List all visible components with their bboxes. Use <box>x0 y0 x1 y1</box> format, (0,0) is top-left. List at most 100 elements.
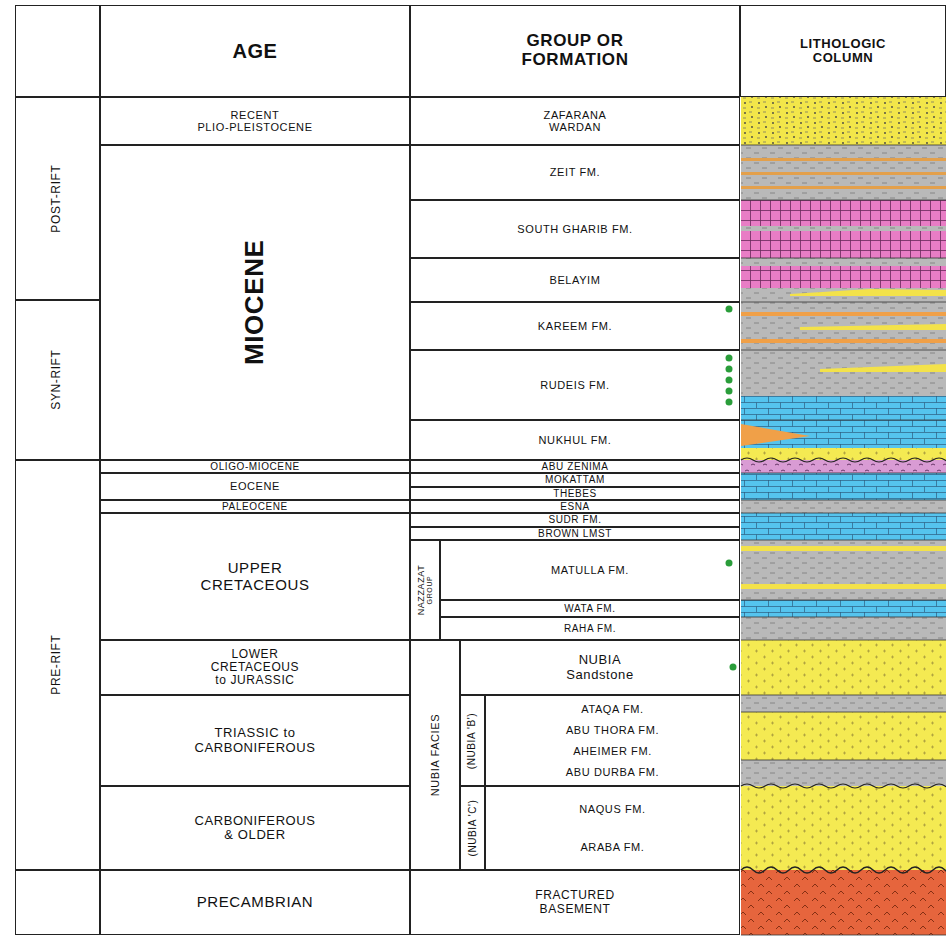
strat-cell: BELAYIM <box>410 258 740 302</box>
sand-stripe <box>741 172 946 175</box>
cell-label: ABU ZENIMA <box>541 462 608 472</box>
cell-label: GROUP OR FORMATION <box>499 32 651 69</box>
strat-cell: RUDEIS FM. <box>410 350 740 420</box>
label-group: GROUP OR FORMATION <box>495 32 655 69</box>
basalt-band <box>741 460 946 473</box>
cell-label: PRE-RIFT <box>51 635 64 695</box>
bed-boundary <box>741 145 946 935</box>
shale-band <box>741 258 946 302</box>
sand-wedge <box>741 424 810 446</box>
empty-cell <box>16 871 100 935</box>
cell-label: SYN-RIFT <box>51 350 64 410</box>
label-group: KAREEM FM. <box>534 320 616 332</box>
cell-label: RECENT <box>197 109 312 121</box>
label-group: ESNA <box>556 502 594 512</box>
cell-label: (NUBIA 'C') <box>468 799 478 856</box>
strat-cell: RECENTPLIO-PLEISTOCENE <box>100 97 410 145</box>
strat-cell: BROWN LMST <box>410 527 740 540</box>
label-group: WATA FM. <box>560 604 619 614</box>
cell-label: WARDAN <box>544 121 607 133</box>
cell-label: BELAYIM <box>549 274 600 286</box>
cell-label: MATULLA FM. <box>551 564 629 576</box>
cell-label: SUDR FM. <box>548 515 601 525</box>
oil-show-dot <box>726 355 733 362</box>
strat-cell: (NUBIA 'C') <box>460 786 485 870</box>
strat-cell: UPPER CRETACEOUS <box>100 513 410 640</box>
label-group: NUBIA FACIES <box>429 714 441 796</box>
label-group: LOWER CRETACEOUS to JURASSIC <box>205 648 305 688</box>
cell-label: (NUBIA 'B') <box>468 712 478 769</box>
unconformity-line <box>741 458 946 462</box>
label-group: FRACTURED BASEMENT <box>520 889 630 915</box>
cell-label: MOKATTAM <box>545 475 605 485</box>
label-group: BELAYIM <box>545 274 604 286</box>
cell-label: ZAFARANA <box>544 109 607 121</box>
sand-stripe <box>741 312 946 316</box>
label-group: MIOCENE <box>241 240 270 366</box>
cell-label: ABU THORA FM. <box>566 724 659 736</box>
label-group: SUDR FM. <box>544 515 605 525</box>
label-group: MOKATTAM <box>541 475 609 485</box>
strat-cell: MOKATTAM <box>410 473 740 487</box>
cell-label: BROWN LMST <box>538 529 612 539</box>
cell-label: TRIASSIC to CARBONIFEROUS <box>194 726 316 755</box>
strat-cell: NAQUS FM.ARABA FM. <box>485 786 740 870</box>
sandstone-band <box>741 712 946 760</box>
strat-cell: MIOCENE <box>100 145 410 460</box>
strat-cell: KAREEM FM. <box>410 302 740 350</box>
unconformity-line <box>741 784 946 788</box>
shale-band <box>741 540 946 600</box>
strat-cell: GROUP OR FORMATION <box>410 5 740 97</box>
strat-cell: PRECAMBRIAN <box>100 870 410 935</box>
sand-lens <box>790 289 946 296</box>
limestone-band <box>741 473 946 500</box>
strat-cell: POST-RIFT <box>15 97 100 300</box>
cell-label: EOCENE <box>230 480 280 492</box>
cell-label: RUDEIS FM. <box>540 379 610 391</box>
cell-label: AHEIMER FM. <box>566 745 659 757</box>
strat-cell: AGE <box>100 5 410 97</box>
label-group: PRECAMBRIAN <box>193 894 318 911</box>
strat-cell: ABU ZENIMA <box>410 460 740 473</box>
label-group: OLIGO-MIOCENE <box>206 462 303 472</box>
sand-lens <box>820 364 946 372</box>
basement-band <box>741 870 946 935</box>
label-group: RUDEIS FM. <box>536 379 614 391</box>
shale-band <box>741 760 946 786</box>
strat-cell: FRACTURED BASEMENT <box>410 870 740 935</box>
sand-lens <box>800 324 946 330</box>
cell-label: UPPER CRETACEOUS <box>189 560 321 593</box>
strat-cell: TRIASSIC to CARBONIFEROUS <box>100 695 410 786</box>
shale-stripe <box>741 226 946 231</box>
label-group: RAHA FM. <box>560 624 620 634</box>
oil-show-dot <box>726 399 733 406</box>
oil-show-markers <box>726 306 737 671</box>
cell-label: ARABA FM. <box>579 841 646 853</box>
cell-label: PLIO-PLEISTOCENE <box>197 121 312 133</box>
conglomerate-band <box>741 97 946 145</box>
strat-cell: EOCENE <box>100 473 410 500</box>
sandstone-band <box>741 786 946 870</box>
strat-cell: SOUTH GHARIB FM. <box>410 200 740 258</box>
strat-cell: PALEOCENE <box>100 500 410 513</box>
label-group: ABU ZENIMA <box>537 462 612 472</box>
strat-cell: CARBONIFEROUS & OLDER <box>100 786 410 870</box>
strat-cell: SYN-RIFT <box>15 300 100 460</box>
limestone-band <box>741 513 946 540</box>
cell-label: ATAQA FM. <box>566 703 659 715</box>
empty-cells <box>16 6 100 935</box>
oil-show-dot <box>730 664 737 671</box>
label-group: UPPER CRETACEOUS <box>185 560 325 593</box>
cell-label: NUKHUL FM. <box>539 434 612 446</box>
label-group: NAZZAZATGROUP <box>417 565 433 616</box>
strat-cell: LOWER CRETACEOUS to JURASSIC <box>100 640 410 695</box>
sand-stripe <box>741 546 946 551</box>
cell-label: LOWER CRETACEOUS to JURASSIC <box>209 648 301 688</box>
cell-label: SOUTH GHARIB FM. <box>517 223 632 235</box>
label-group: ATAQA FM.ABU THORA FM.AHEIMER FM.ABU DUR… <box>562 696 663 785</box>
label-group: CARBONIFEROUS & OLDER <box>190 814 320 843</box>
shale-band <box>741 617 946 640</box>
cell-label: PRECAMBRIAN <box>197 894 314 911</box>
label-group: ZAFARANAWARDAN <box>540 109 611 133</box>
